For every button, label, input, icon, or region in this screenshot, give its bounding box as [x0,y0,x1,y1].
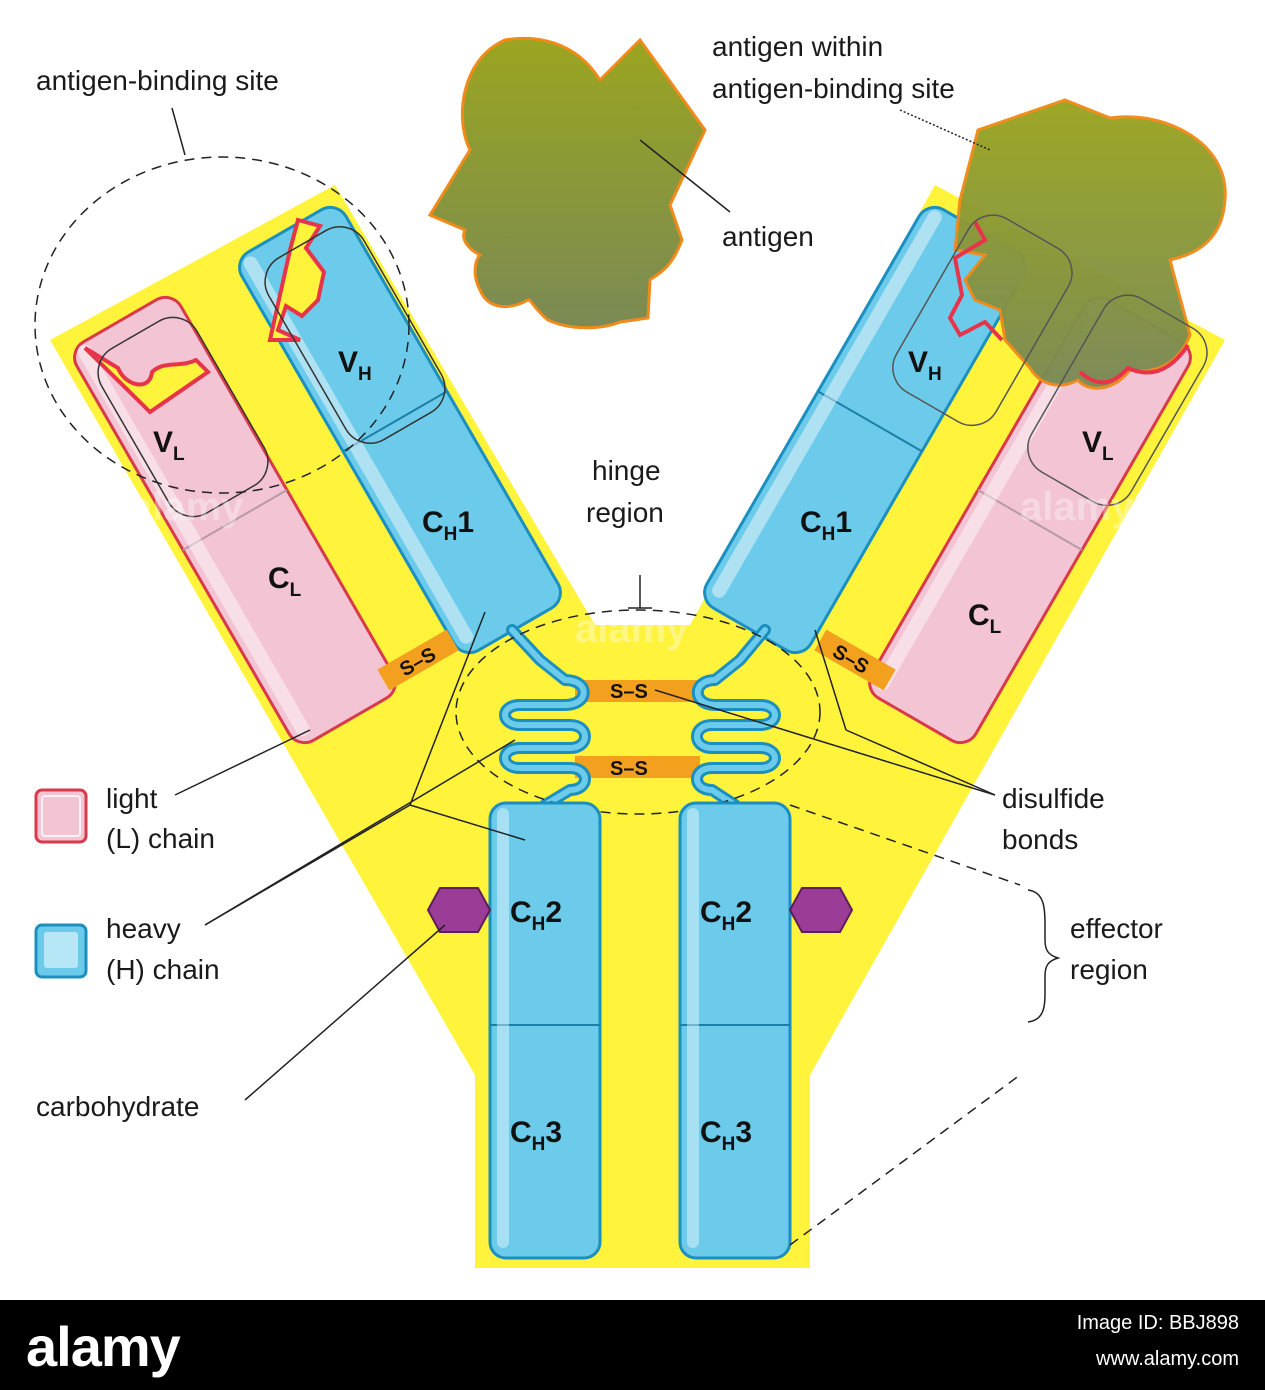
left-arm-disulfide-bond [377,629,459,691]
hinge-region-outline [455,609,821,815]
leader-light-chain [174,729,311,796]
left-vl-outline [97,316,269,518]
label-hinge-line1: hinge [592,455,661,486]
stock-footer-bar: alamy Image ID: BBJ898 www.alamy.com [0,1300,1265,1390]
leader-disulfide-3 [814,629,847,731]
hinge-disulfide-bond-upper [575,680,700,702]
leader-disulfide-1 [654,689,996,796]
leader-carbohydrate [244,924,446,1101]
right-ch3-label: CH3 [700,1116,752,1155]
effector-bracket [1027,889,1061,1023]
left-hinge-chain-fill [502,627,588,808]
leader-heavy-chain-d [204,739,516,926]
ss-label-hinge-upper: S–S [610,681,648,703]
right-fc-heavy-chain [678,801,792,1260]
leader-antigen [639,139,731,213]
right-light-chain [868,295,1192,745]
legend-heavy-line2: (H) chain [106,954,220,985]
footer-image-id: Image ID: BBJ898 [1076,1312,1239,1334]
left-vh-label: VH [338,346,372,385]
right-ch2-label: CH2 [700,896,752,935]
label-antigen-binding-site: antigen-binding site [36,65,279,96]
watermark: alamy [1020,485,1134,529]
label-effector-line2: region [1070,954,1148,985]
antibody-y-shape [50,185,1225,1268]
left-fc-heavy-chain [488,801,602,1260]
footer-url: www.alamy.com [1096,1348,1239,1370]
right-arm-disulfide-bond [814,629,896,691]
left-vl-label: VL [153,426,185,465]
left-ch3-label: CH3 [510,1116,562,1155]
legend-light-chain-swatch [34,788,88,844]
right-vl-binding-pocket [1078,343,1190,385]
right-vh-outline [892,214,1073,427]
label-hinge-line2: region [586,497,664,528]
free-antigen [427,36,707,330]
leader-heavy-chain-c [409,804,526,841]
label-effector-line1: effector [1070,913,1163,944]
legend-light-line2: (L) chain [106,823,215,854]
legend-heavy-line1: heavy [106,913,181,944]
label-antigen-within-line2: antigen-binding site [712,73,955,104]
legend-light-chain-swatch-shine [41,795,81,837]
label-disulfide-line2: bonds [1002,824,1078,855]
antibody-diagram: S–S S–S S–S S–S VL CL VH CH1 VH CH1 VL C… [34,31,1227,1268]
label-disulfide-line1: disulfide [1002,783,1105,814]
effector-dash-bottom [789,1074,1021,1246]
right-vl-label: VL [1082,426,1114,465]
watermark: alamy [575,607,689,651]
right-vl-outline [1027,294,1208,507]
leader-antigen-within [899,109,991,151]
antigen-binding-site-outline [34,156,410,494]
hinge-disulfide-bond-lower [575,756,700,778]
left-vl-binding-pocket [83,346,212,415]
label-antigen: antigen [722,221,814,252]
right-carbohydrate [788,887,854,933]
right-ch1-label: CH1 [800,506,852,545]
left-ch1-label: CH1 [422,506,474,545]
label-antigen-within-line1: antigen within [712,31,883,62]
right-vh-binding-pocket [947,221,1004,342]
legend-heavy-chain-swatch-shine [44,932,78,968]
leader-heavy-chain-b [409,611,486,806]
antibody-diagram-svg: S–S S–S S–S S–S VL CL VH CH1 VH CH1 VL C… [34,31,1227,1268]
label-carbohydrate: carbohydrate [36,1091,199,1122]
ss-label-hinge-lower: S–S [610,758,648,780]
left-carbohydrate [426,887,492,933]
leader-antigen-binding-site [171,107,186,156]
footer-logo: alamy [26,1315,181,1378]
left-ch2-label: CH2 [510,896,562,935]
watermark: alamy [130,485,244,529]
legend-light-line1: light [106,783,158,814]
leader-disulfide-2 [845,729,996,796]
right-hinge-chain-fill [694,627,778,808]
right-cl-label: CL [968,599,1002,638]
effector-dash-top [789,804,1021,886]
left-vh-outline [264,226,446,444]
left-cl-label: CL [268,562,302,601]
right-vh-label: VH [908,346,942,385]
left-vh-binding-pocket [267,217,327,342]
